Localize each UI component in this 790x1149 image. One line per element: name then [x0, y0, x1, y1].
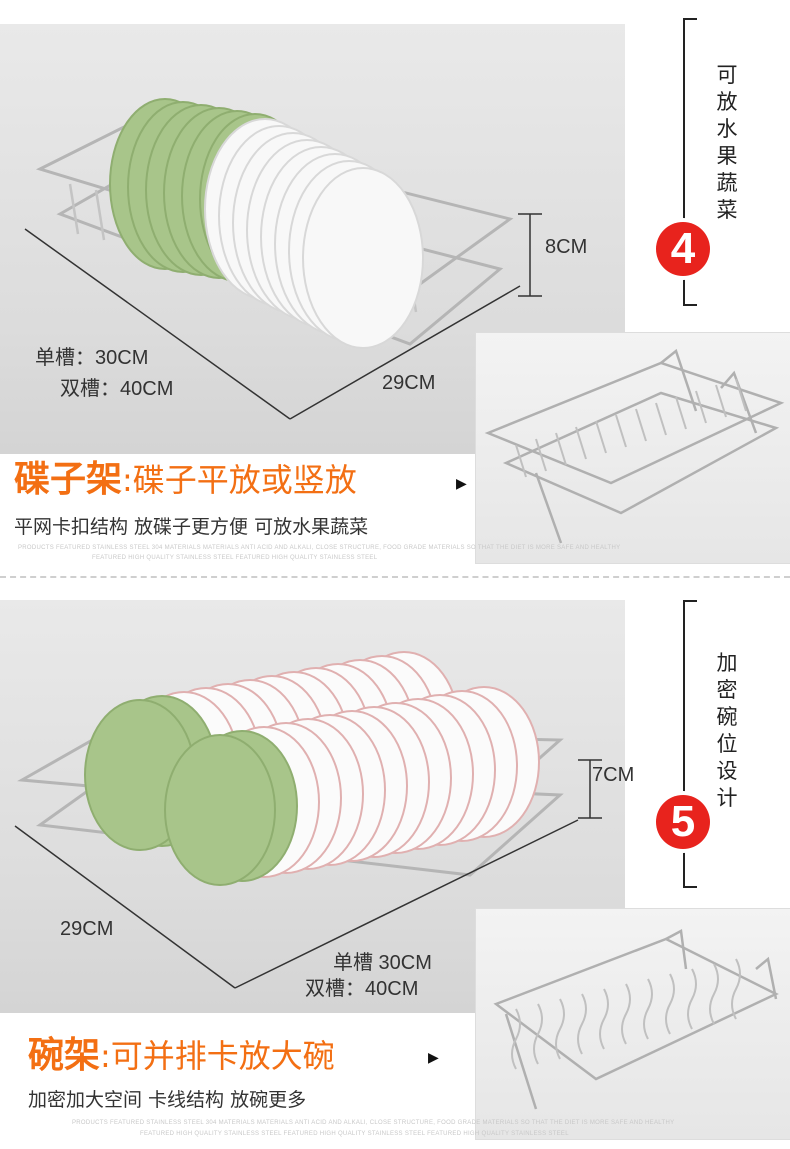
number-badge: 4 [656, 222, 710, 276]
title-sub: :碟子平放或竖放 [122, 461, 357, 499]
vertical-char: 蔬 [716, 171, 738, 195]
vertical-feature-text: 加 密 碗 位 设 计 [697, 650, 757, 812]
rack-wire [675, 396, 687, 430]
dish-rack-section: 8CM 单槽：30CM 双槽：40CM 29CM 可 放 水 果 蔬 菜 4 碟… [0, 0, 790, 570]
single-slot-label: 单槽：30CM [35, 347, 149, 369]
fine-print: FEATURED HIGH QUALITY STAINLESS STEEL FE… [140, 1131, 569, 1137]
vertical-char: 放 [716, 90, 738, 114]
rack-wire [715, 384, 727, 418]
bracket-tick-bottom [683, 886, 697, 888]
rack-wire [535, 438, 547, 472]
bowl-rack-section: 7CM 29CM 单槽 30CM 双槽：40CM 加 密 碗 位 设 计 5 碗… [0, 588, 790, 1149]
vertical-char: 加 [716, 651, 738, 675]
rack-detail-illustration [493, 929, 779, 1110]
product-title: 碗架:可并排卡放大碗 [28, 1026, 335, 1078]
rack-detail-image [475, 908, 790, 1140]
height-label: 8CM [545, 236, 588, 258]
section-divider [0, 576, 790, 578]
number-badge: 5 [656, 795, 710, 849]
rack-wire [621, 983, 631, 1045]
depth-label: 29CM [382, 372, 436, 394]
rack-wire [655, 402, 667, 436]
product-description: 平网卡扣结构 放碟子更方便 可放水果蔬菜 [14, 516, 369, 538]
rack-wire [643, 978, 653, 1040]
bowl-rack-illustration [14, 651, 602, 989]
white-plate [302, 167, 424, 349]
rack-wire [577, 993, 587, 1055]
bracket-line [683, 18, 685, 306]
fine-print: PRODUCTS FEATURED STAINLESS STEEL 304 MA… [72, 1120, 675, 1126]
rack-wire [709, 963, 719, 1025]
rack-wire [731, 958, 741, 1020]
triangle-arrow-icon: ▶ [456, 476, 467, 492]
rack-wire [735, 378, 747, 412]
rack-wire [555, 998, 565, 1060]
rack-wire [665, 973, 675, 1035]
rack-wire [68, 183, 80, 235]
rack-wire [533, 1003, 543, 1065]
vertical-char: 计 [716, 786, 738, 810]
bracket-tick-top [683, 600, 697, 602]
double-slot-label: 双槽：40CM [60, 378, 174, 400]
fine-print: PRODUCTS FEATURED STAINLESS STEEL 304 MA… [18, 545, 621, 551]
vertical-char: 碗 [716, 705, 738, 729]
rack-wire [615, 414, 627, 448]
rack-wire [94, 189, 106, 241]
vertical-char: 果 [716, 144, 738, 168]
vertical-char: 菜 [716, 198, 738, 222]
green-bowl [164, 734, 276, 886]
vertical-char: 位 [716, 732, 738, 756]
title-sub: :可并排卡放大碗 [100, 1037, 335, 1075]
bracket-line [683, 600, 685, 888]
rack-detail-image [475, 332, 790, 564]
rack-wire [687, 968, 697, 1030]
rack-wire [511, 1008, 521, 1070]
rack-wire [595, 420, 607, 454]
product-title: 碟子架:碟子平放或竖放 [14, 450, 357, 502]
dish-rack-illustration [24, 98, 542, 420]
rack-wire [555, 432, 567, 466]
depth-label: 29CM [60, 918, 114, 940]
vertical-char: 设 [716, 759, 738, 783]
rack-detail-illustration [484, 348, 785, 544]
title-main: 碟子架 [14, 459, 123, 500]
rack-wire [695, 390, 707, 424]
double-slot-label: 双槽：40CM [305, 978, 419, 1000]
vertical-char: 可 [716, 63, 738, 87]
vertical-feature-text: 可 放 水 果 蔬 菜 [697, 62, 757, 224]
vertical-char: 密 [716, 678, 738, 702]
triangle-arrow-icon: ▶ [428, 1050, 439, 1066]
title-main: 碗架 [28, 1035, 101, 1076]
single-slot-label: 单槽 30CM [333, 952, 432, 974]
vertical-char: 水 [716, 117, 738, 141]
dish-rack-photo [0, 24, 625, 454]
fine-print: FEATURED HIGH QUALITY STAINLESS STEEL FE… [92, 555, 378, 561]
bracket-tick-bottom [683, 304, 697, 306]
product-description: 加密加大空间 卡线结构 放碗更多 [28, 1089, 307, 1111]
rack-wire [599, 988, 609, 1050]
rack-wire [575, 426, 587, 460]
height-label: 7CM [592, 764, 635, 786]
rack-wire [635, 408, 647, 442]
bracket-tick-top [683, 18, 697, 20]
rack-wire [515, 444, 527, 478]
